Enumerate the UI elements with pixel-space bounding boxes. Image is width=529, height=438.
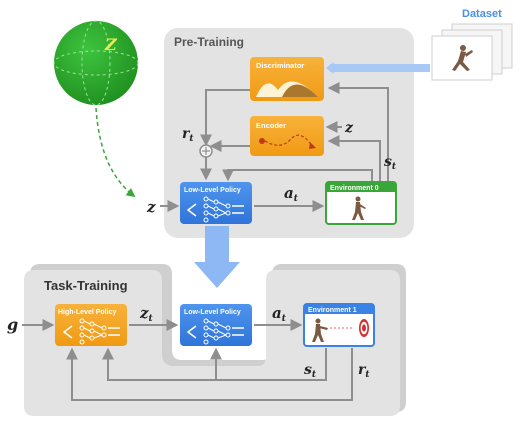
dataset-stack [431,23,513,81]
dataset-to-discriminator-arrow [330,64,430,72]
hlp-network-icon [62,318,120,345]
llp-bottom-label: Low-Level Policy [184,309,241,316]
transfer-arrow [194,226,240,288]
action-bottom-label: at [272,304,287,324]
env1-character-icon [312,318,328,342]
encoder-block [250,116,324,156]
discriminator-label: Discriminator [256,61,304,70]
reward-top-label: rt [182,126,194,144]
action-top-label: at [284,184,299,204]
env1-label: Environment 1 [308,307,357,314]
reward-bottom-label: rt [358,362,370,380]
llp-top-network-icon [186,196,244,223]
latent-zt-label: zt [139,304,154,324]
llp-top-label: Low-Level Policy [184,187,241,194]
env0-character-icon [352,196,366,220]
latent-sphere: Z [53,20,139,106]
target-icon [359,319,369,337]
dataset-label: Dataset [462,8,502,20]
encoder-z-label: z [344,120,354,136]
dataset-character-icon [452,45,473,71]
tasktraining-title: Task-Training [44,278,128,293]
state-bottom-label: st [304,362,317,380]
hlp-label: High-Level Policy [58,309,116,316]
llp-bottom-network-icon [186,318,244,345]
sphere-z-label: Z [104,35,118,54]
sample-arrow [95,107,136,198]
goal-label: g [7,315,18,334]
encoder-label: Encoder [256,121,286,130]
pretraining-title: Pre-Training [174,35,244,49]
env0-label: Environment 0 [330,185,379,192]
state-top-label: st [384,154,397,172]
llp-z-label: z [146,198,156,216]
